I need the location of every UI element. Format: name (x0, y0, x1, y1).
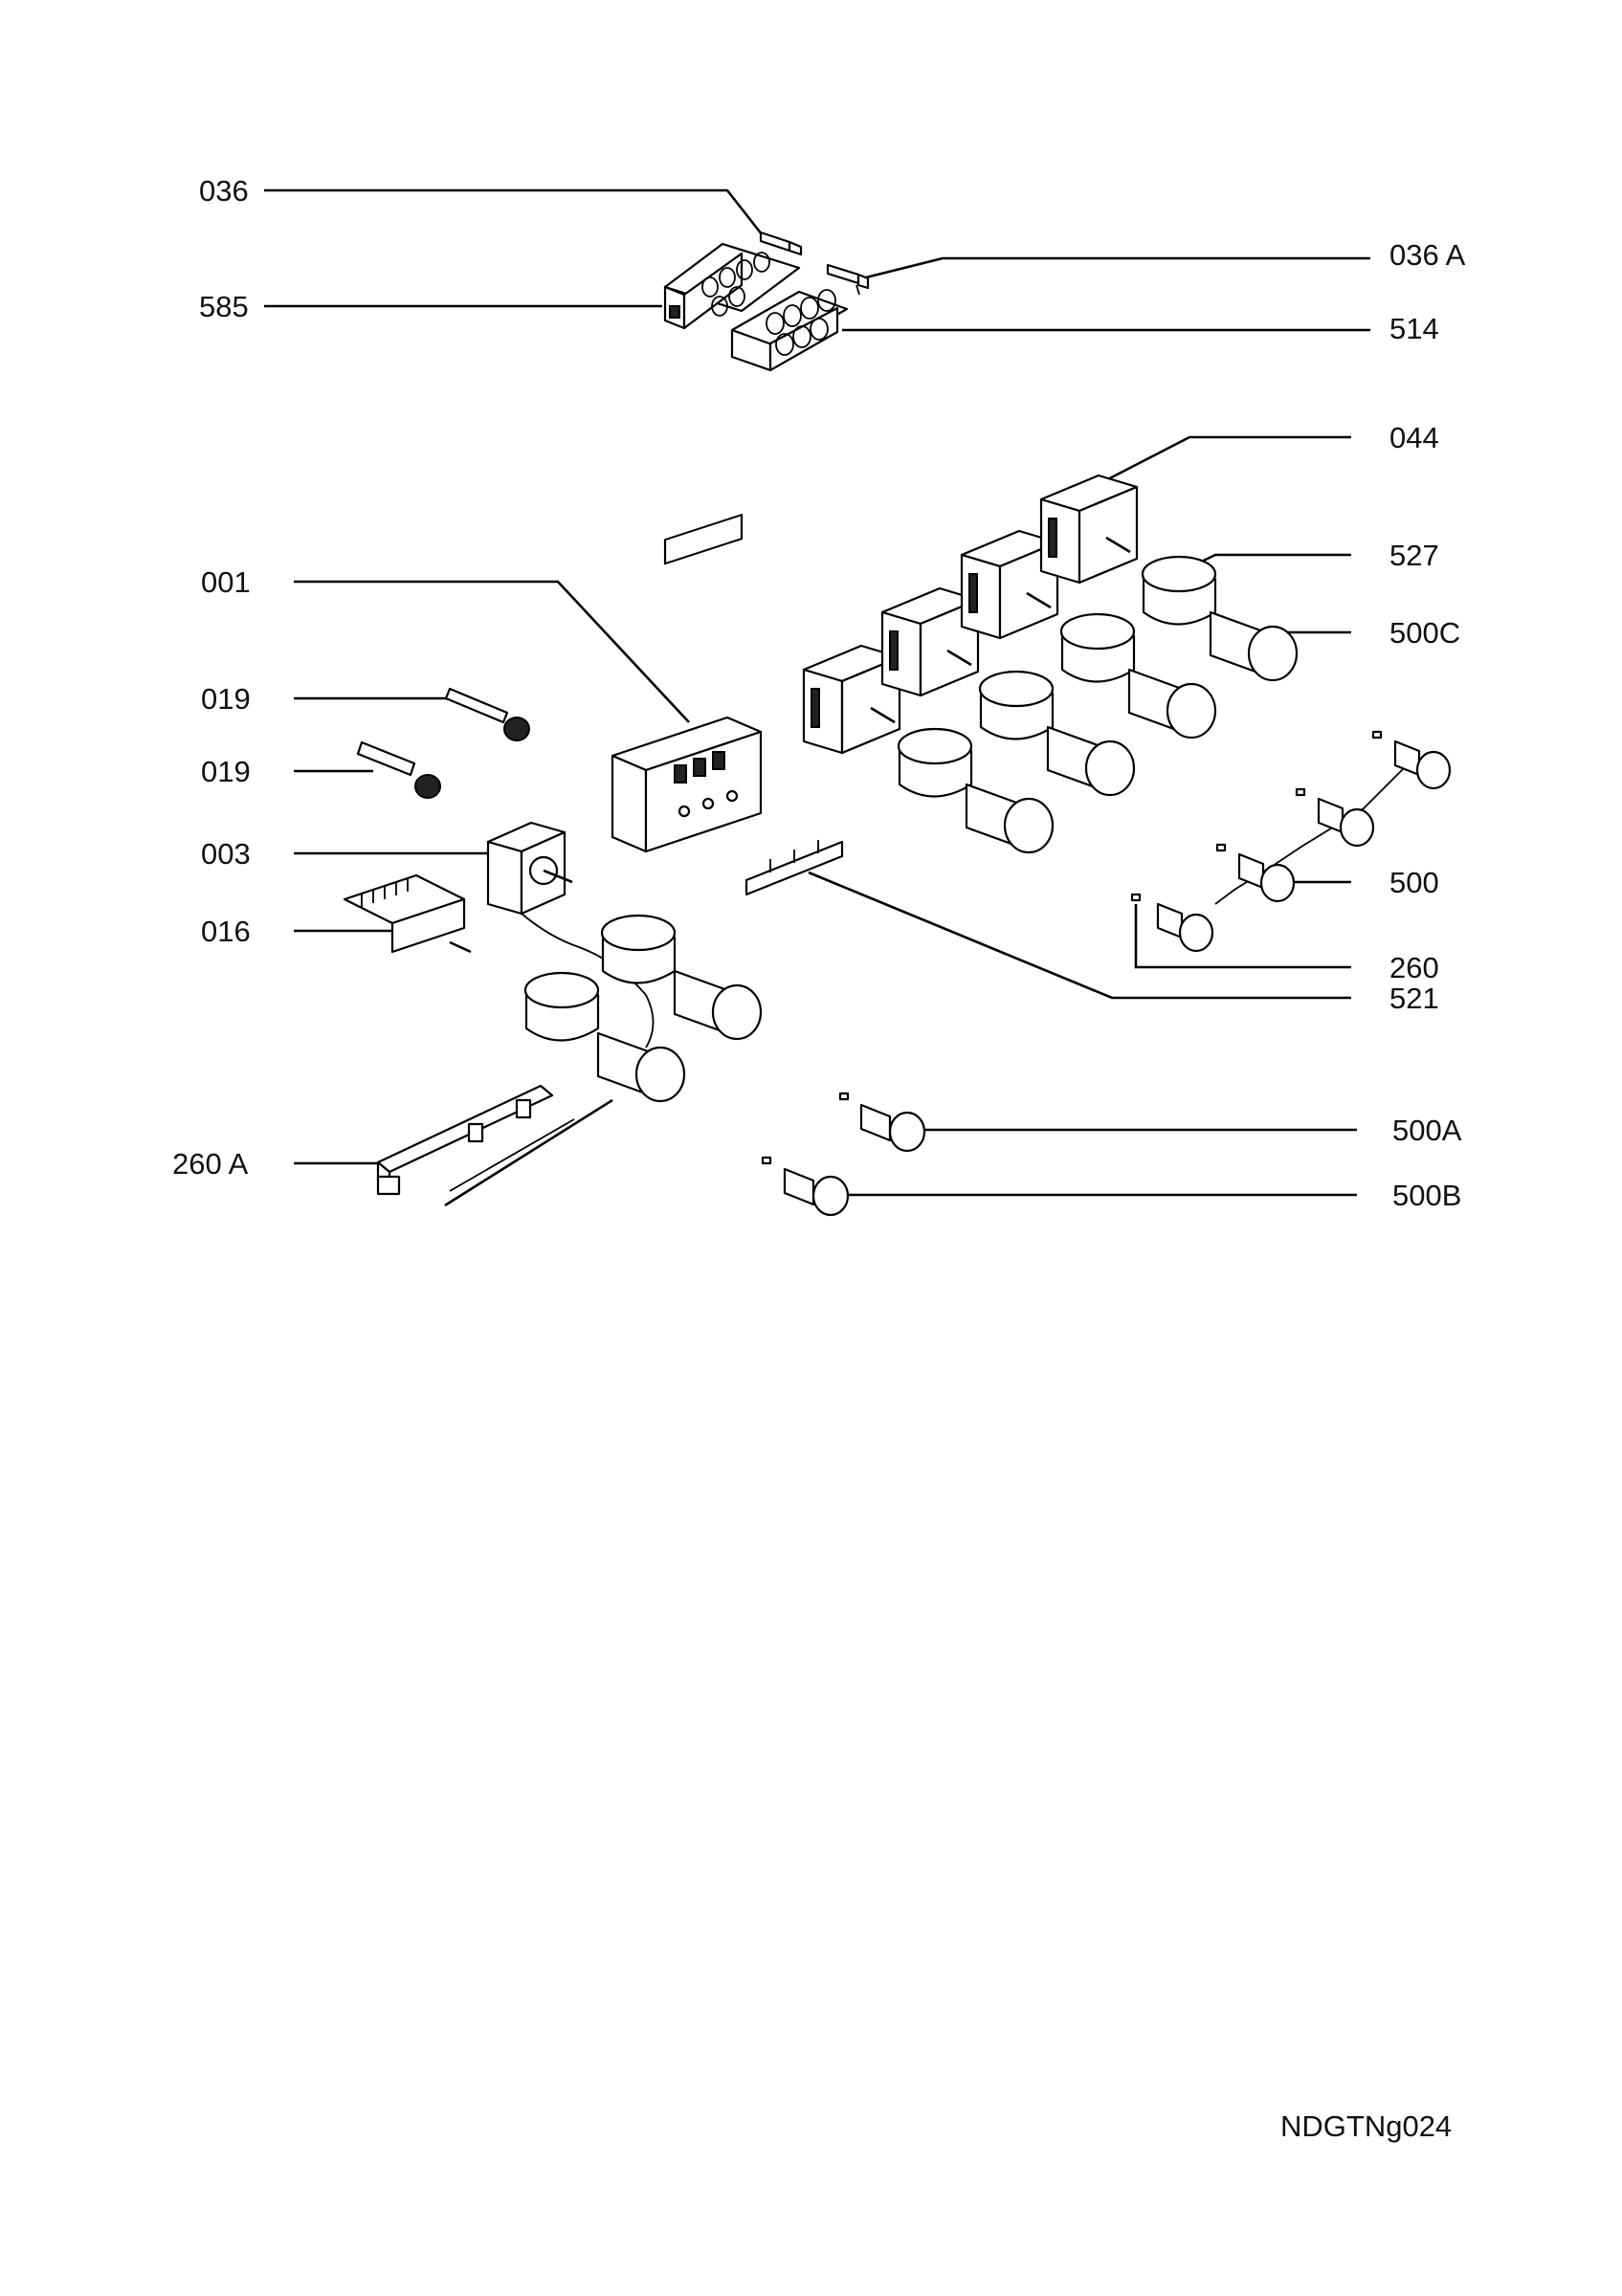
knob-skirts-527 (523, 555, 1217, 1042)
connector-block-514 (730, 289, 849, 372)
terminal-036a (826, 263, 870, 296)
knob-body-2 (1127, 668, 1217, 740)
skirt-4 (897, 727, 973, 798)
label-260: 260 (1389, 951, 1439, 984)
knob-body-4 (965, 783, 1055, 854)
label-527: 527 (1389, 539, 1439, 572)
label-500: 500 (1389, 866, 1439, 899)
label-001: 001 (201, 565, 251, 599)
leader-521 (808, 871, 1351, 1000)
label-260a: 260 A (172, 1147, 249, 1181)
knob-body-5 (673, 969, 763, 1041)
knob-1 (1371, 730, 1452, 790)
leader-lines (264, 188, 1408, 1197)
label-036a: 036 A (1389, 238, 1466, 272)
label-521: 521 (1389, 982, 1439, 1015)
label-585: 585 (199, 290, 249, 323)
label-500c: 500C (1389, 616, 1460, 650)
indicator-lamp-019a (444, 687, 530, 741)
display-module-001 (611, 514, 763, 853)
knob-4 (1130, 893, 1214, 953)
rotary-switches-044 (802, 474, 1139, 755)
leader-036a (865, 256, 1370, 279)
leader-260 (1134, 904, 1351, 969)
control-knobs-500 (1130, 730, 1452, 953)
skirt-1 (1141, 555, 1217, 626)
leader-knob-chain (1214, 764, 1408, 905)
leader-036 (264, 188, 767, 240)
label-514: 514 (1389, 312, 1439, 345)
skirt-2 (1059, 612, 1136, 683)
selector-switch-016 (343, 873, 472, 954)
knob-body-3 (1046, 725, 1136, 797)
drawing-code: NDGTNg024 (1280, 2109, 1453, 2143)
knob-body-1 (1209, 610, 1299, 682)
label-036: 036 (199, 174, 249, 208)
skirt-3 (978, 670, 1055, 740)
knob-body-6 (596, 1031, 686, 1103)
skirt-5 (600, 914, 677, 984)
terminal-strip-521 (744, 840, 844, 896)
label-019b: 019 (201, 755, 251, 788)
part-labels: 036 036 A 585 514 044 001 527 500C 019 0… (172, 174, 1466, 1212)
connector-block-585 (663, 242, 801, 330)
indicator-lamp-019b (356, 740, 441, 799)
label-500a: 500A (1392, 1114, 1462, 1147)
label-019a: 019 (201, 682, 251, 716)
leader-044 (1100, 435, 1351, 485)
label-500b: 500B (1392, 1179, 1461, 1212)
knob-500a (838, 1092, 926, 1153)
knob-500b (761, 1156, 850, 1217)
knob-2 (1295, 787, 1375, 848)
knob-bodies-500c (596, 610, 1299, 1103)
label-016: 016 (201, 915, 251, 948)
leader-001 (294, 580, 690, 723)
knob-3 (1215, 843, 1296, 903)
bracket-260a (376, 1084, 613, 1207)
label-044: 044 (1389, 421, 1439, 454)
terminal-036 (759, 231, 803, 256)
switch-4 (1039, 474, 1139, 585)
label-003: 003 (201, 837, 251, 871)
skirt-6 (523, 971, 600, 1042)
